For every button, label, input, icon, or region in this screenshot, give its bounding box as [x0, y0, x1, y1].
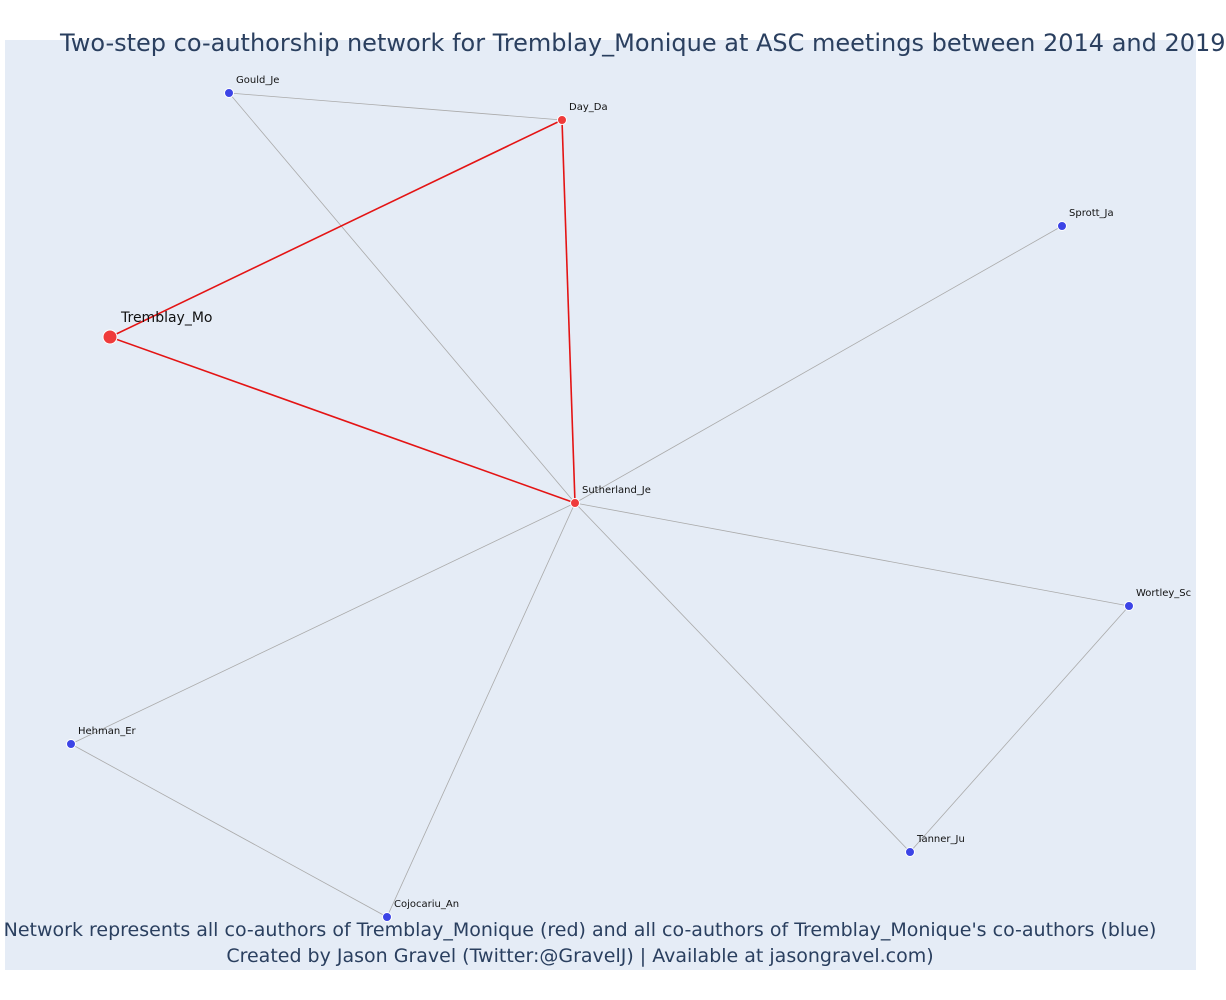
edge-Gould_Je-Sutherland_Je — [228, 92, 576, 504]
caption-line-2: Created by Jason Gravel (Twitter:@Gravel… — [226, 945, 934, 967]
edge-Tremblay_Mo-Day_Da — [109, 119, 563, 338]
node-label-Gould_Je: Gould_Je — [236, 75, 279, 86]
node-label-Tanner_Ju: Tanner_Ju — [916, 834, 965, 845]
node-Day_Da[interactable] — [557, 115, 567, 125]
node-Wortley_Sc[interactable] — [1124, 601, 1134, 611]
node-label-Tremblay_Mo: Tremblay_Mo — [120, 310, 212, 326]
edge-Hehman_Er-Sutherland_Je — [70, 502, 576, 745]
node-label-Wortley_Sc: Wortley_Sc — [1136, 588, 1191, 599]
node-label-Sprott_Ja: Sprott_Ja — [1069, 208, 1114, 219]
node-Tremblay_Mo[interactable] — [102, 329, 118, 345]
node-label-Sutherland_Je: Sutherland_Je — [582, 485, 651, 496]
edge-Wortley_Sc-Sutherland_Je — [574, 502, 1130, 607]
edges-layer — [70, 92, 1130, 918]
node-label-Day_Da: Day_Da — [569, 102, 608, 113]
node-label-Cojocariu_An: Cojocariu_An — [394, 899, 459, 910]
node-label-Hehman_Er: Hehman_Er — [78, 726, 137, 737]
edge-Cojocariu_An-Sutherland_Je — [386, 502, 576, 918]
plot-area — [5, 40, 1196, 970]
node-Hehman_Er[interactable] — [66, 739, 76, 749]
node-Gould_Je[interactable] — [224, 88, 234, 98]
node-Sutherland_Je[interactable] — [570, 498, 580, 508]
node-Tanner_Ju[interactable] — [905, 847, 915, 857]
node-Cojocariu_An[interactable] — [382, 912, 392, 922]
node-Sprott_Ja[interactable] — [1057, 221, 1067, 231]
edge-Gould_Je-Day_Da — [228, 92, 563, 121]
chart-title: Two-step co-authorship network for Tremb… — [60, 29, 1226, 57]
edge-Tanner_Ju-Sutherland_Je — [574, 502, 911, 853]
caption-line-1: Network represents all co-authors of Tre… — [3, 919, 1157, 941]
edge-Tanner_Ju-Wortley_Sc — [909, 605, 1130, 853]
edge-Sprott_Ja-Sutherland_Je — [574, 225, 1063, 504]
edge-Hehman_Er-Cojocariu_An — [70, 743, 388, 918]
edge-Tremblay_Mo-Sutherland_Je — [109, 336, 576, 504]
edge-Day_Da-Sutherland_Je — [561, 119, 576, 504]
